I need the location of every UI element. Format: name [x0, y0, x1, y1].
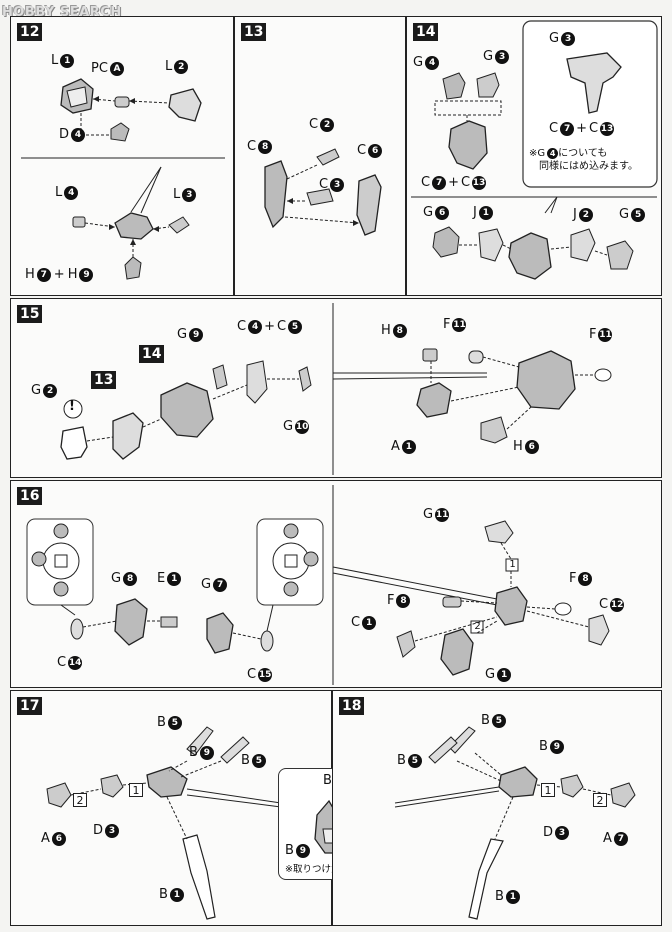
step-number: 12	[17, 23, 43, 41]
step-16-illustration	[26, 485, 610, 685]
step-number: 15	[17, 305, 43, 323]
sub-assembly-tag: 14	[139, 345, 165, 363]
step-order-box: 2	[73, 793, 87, 807]
sub-assembly-tag: 13	[91, 371, 117, 389]
step-13-illustration	[264, 148, 382, 236]
step-17-illustration	[46, 726, 282, 920]
step-order-box: 2	[593, 793, 607, 807]
step-order-box: 1	[129, 783, 143, 797]
step-order-box: 1	[541, 783, 555, 797]
step-number: 16	[17, 487, 43, 505]
step-order-box: 1	[509, 559, 516, 570]
caution-mark: !	[69, 399, 75, 414]
step-15-illustration	[60, 303, 612, 475]
step-14-illustration	[411, 20, 658, 280]
step-number: 13	[241, 23, 267, 41]
step-16-panel: 16	[10, 480, 662, 688]
site-watermark: HOBBY SEARCH	[2, 2, 122, 22]
step-18-illustration	[394, 726, 636, 920]
watermark-text: HOBBY SEARCH	[2, 4, 122, 20]
step-number: 14	[413, 23, 439, 41]
step-number: 17	[17, 697, 43, 715]
step-12-illustration	[21, 78, 225, 280]
step-order-box: 2	[474, 621, 481, 632]
step-number: 18	[339, 697, 365, 715]
